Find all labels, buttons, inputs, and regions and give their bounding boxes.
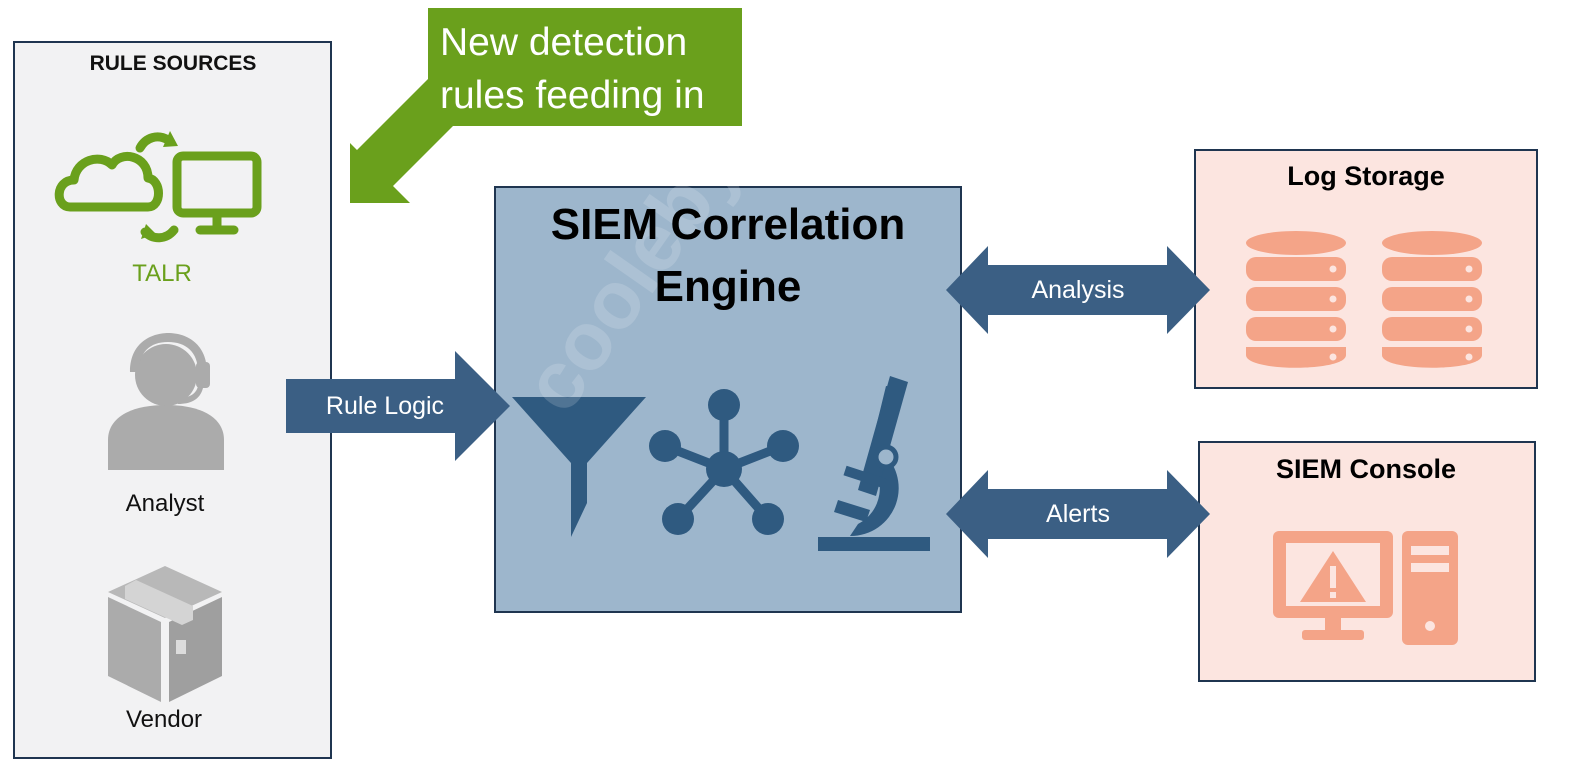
engine-title-line-1: SIEM Correlation [550,200,906,249]
engine-title-line-2: Engine [654,262,802,311]
rule-logic-label: Rule Logic [325,392,445,420]
rule-sources-panel [13,41,332,759]
callout-line-2: rules feeding in [440,74,705,117]
source-label-talr: TALR [132,260,192,287]
analysis-label: Analysis [1031,276,1125,304]
log-storage-title: Log Storage [1287,161,1445,191]
source-label-analyst: Analyst [125,490,205,517]
siem-console-title: SIEM Console [1275,454,1457,484]
callout-box: New detection rules feeding in [428,8,742,126]
callout-line-1: New detection [440,21,688,64]
rule-sources-title: RULE SOURCES [89,52,257,75]
alerts-label: Alerts [1046,500,1110,528]
source-label-vendor: Vendor [125,706,203,733]
